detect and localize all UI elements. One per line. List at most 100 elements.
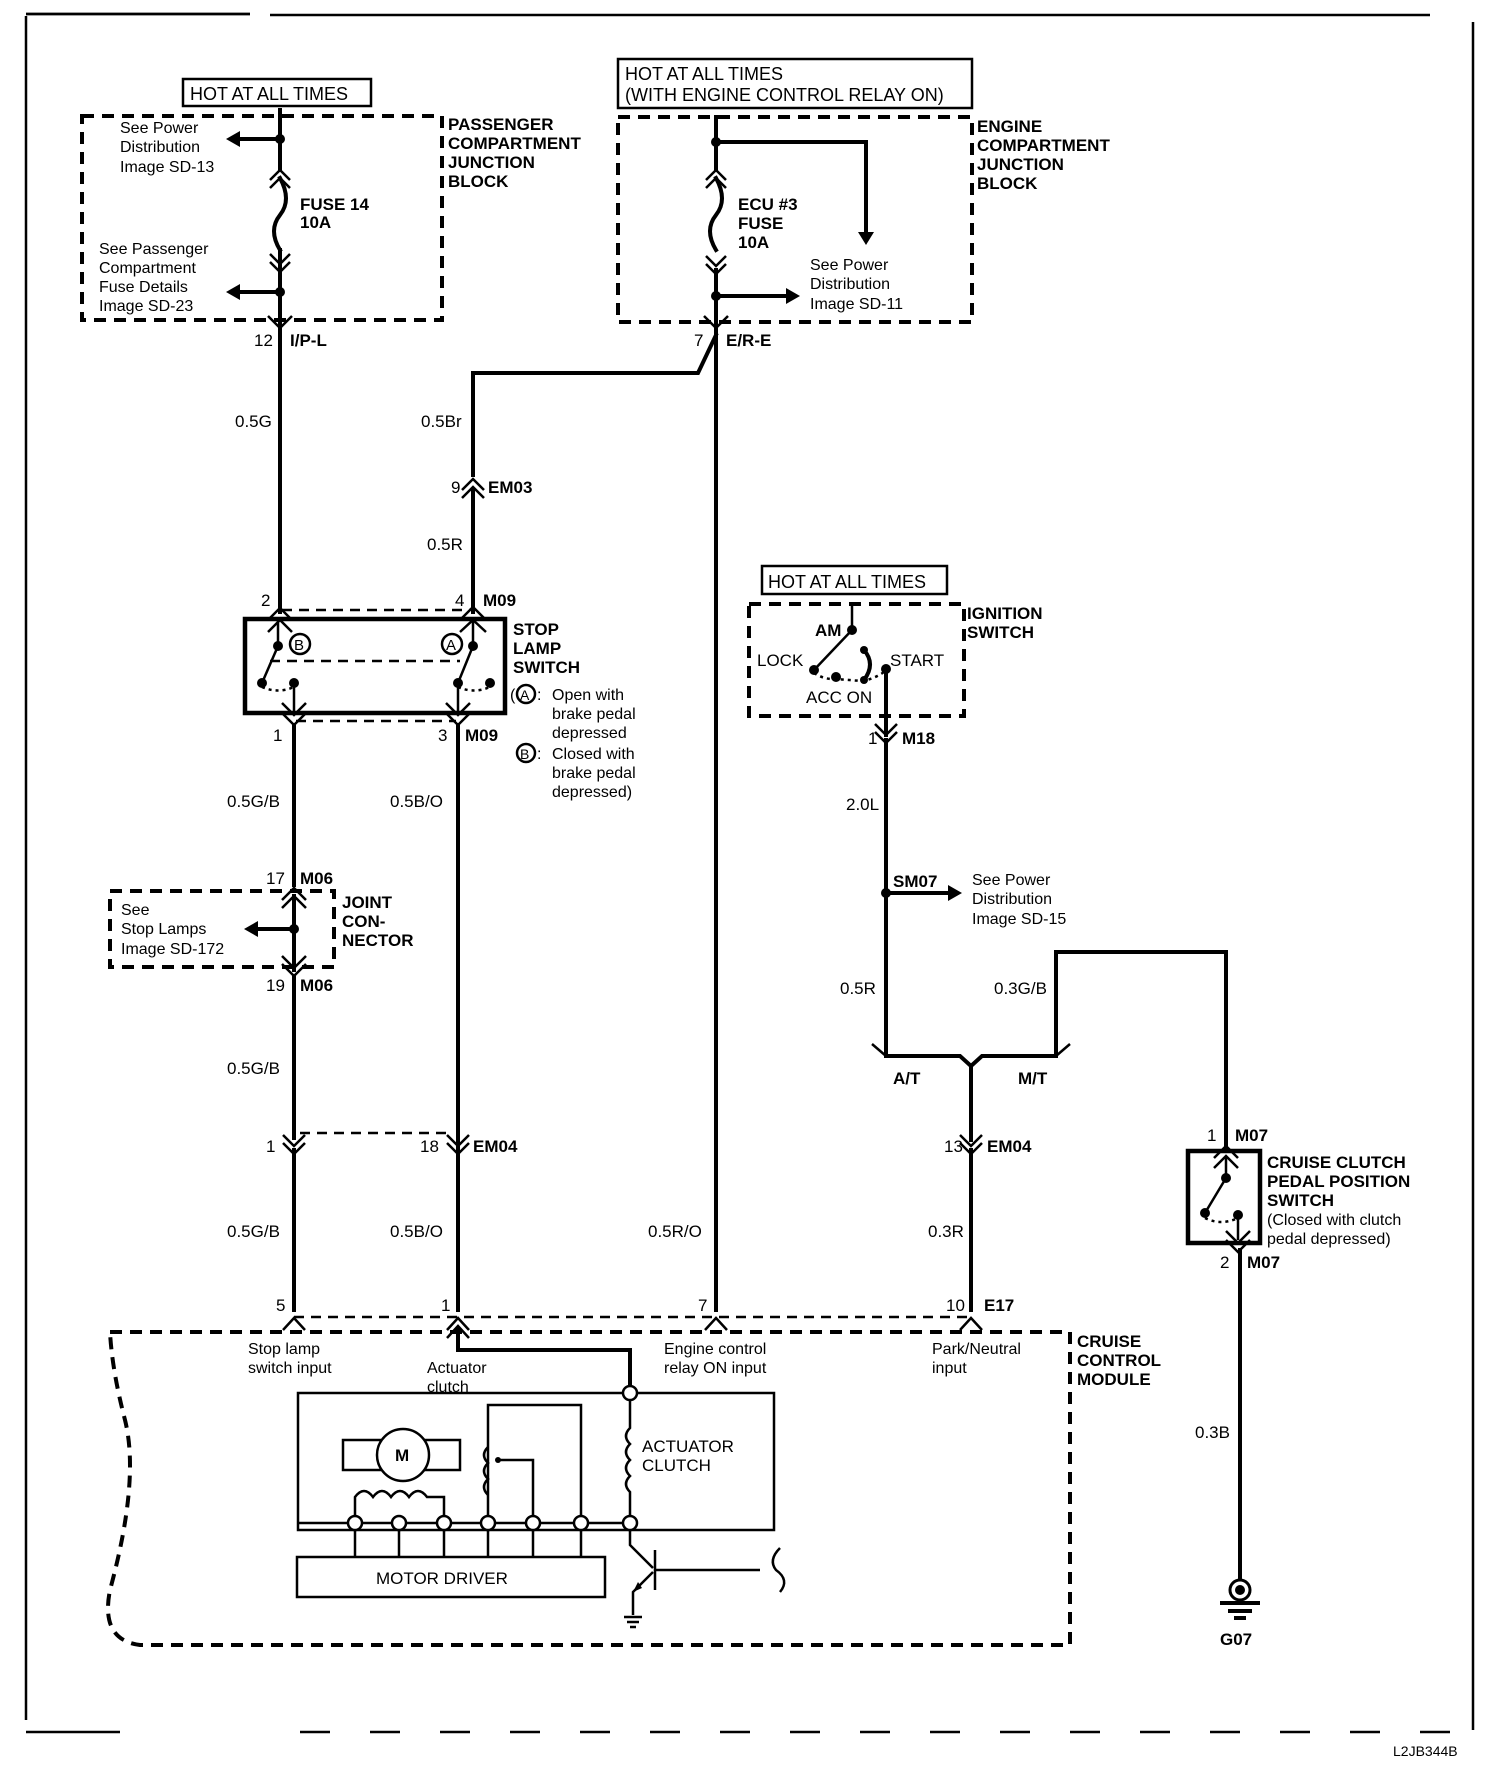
svg-text:FUSE: FUSE bbox=[738, 214, 783, 233]
connector-em04-left: 1 18 EM04 0.5G/B 0.5B/O bbox=[227, 1131, 518, 1312]
connector-m09-bottom: M09 bbox=[465, 726, 498, 745]
wire-0-5bo: 0.5B/O bbox=[390, 723, 460, 1312]
svg-text:BLOCK: BLOCK bbox=[977, 174, 1038, 193]
svg-text:CONTROL: CONTROL bbox=[1077, 1351, 1161, 1370]
svg-text:input: input bbox=[932, 1360, 967, 1377]
engine-junction-block: ECU #3 FUSE 10A See Power Distribution I… bbox=[616, 115, 1110, 1312]
wire-0-5ro: 0.5R/O bbox=[648, 1222, 702, 1241]
ground-g07: G07 bbox=[1220, 1578, 1260, 1649]
label-lock: LOCK bbox=[757, 651, 804, 670]
svg-text:Image SD-13: Image SD-13 bbox=[120, 159, 214, 176]
svg-text::: : bbox=[537, 746, 541, 763]
pin-12: 12 bbox=[254, 331, 273, 350]
engine-jb-name: ENGINE COMPARTMENT JUNCTION BLOCK bbox=[977, 117, 1110, 193]
svg-text:JOINT: JOINT bbox=[342, 893, 393, 912]
svg-text:SWITCH: SWITCH bbox=[1267, 1191, 1334, 1210]
svg-text:Image SD-11: Image SD-11 bbox=[810, 296, 903, 313]
hot-at-all-times-label-ignition: HOT AT ALL TIMES bbox=[760, 564, 949, 596]
svg-text:0.5B/O: 0.5B/O bbox=[390, 1222, 443, 1241]
connector-er-e: E/R-E bbox=[726, 331, 771, 350]
ignition-switch-name: IGNITION SWITCH bbox=[967, 604, 1043, 642]
joint-connector: 17 M06 See Stop Lamps Image SD-172 JOINT… bbox=[108, 869, 413, 995]
ecu3-fuse-label: ECU #3 FUSE 10A bbox=[738, 195, 798, 252]
svg-text:LAMP: LAMP bbox=[513, 639, 561, 658]
svg-text:brake pedal: brake pedal bbox=[552, 706, 636, 723]
svg-text:JUNCTION: JUNCTION bbox=[448, 153, 535, 172]
svg-text:10A: 10A bbox=[300, 213, 331, 232]
svg-text:brake pedal: brake pedal bbox=[552, 765, 636, 782]
arrow-left-icon bbox=[244, 921, 258, 937]
motor-icon bbox=[375, 1427, 431, 1483]
svg-text:0.5G/B: 0.5G/B bbox=[227, 792, 280, 811]
pin-2: 2 bbox=[261, 591, 270, 610]
svg-text:0.3R: 0.3R bbox=[928, 1222, 964, 1241]
svg-text:See Power: See Power bbox=[972, 872, 1051, 889]
ref-sd13: See Power Distribution Image SD-13 bbox=[120, 120, 214, 176]
svg-text:PASSENGER: PASSENGER bbox=[448, 115, 554, 134]
connector-m18: M18 bbox=[902, 729, 935, 748]
module-name: CRUISE CONTROL MODULE bbox=[1077, 1332, 1161, 1389]
pin-1-em04: 1 bbox=[266, 1137, 275, 1156]
svg-text:STOP: STOP bbox=[513, 620, 559, 639]
clutch-switch-name: CRUISE CLUTCH PEDAL POSITION SWITCH (Clo… bbox=[1267, 1153, 1410, 1248]
svg-text:See: See bbox=[121, 902, 150, 919]
ref-sd23: See Passenger Compartment Fuse Details I… bbox=[99, 241, 209, 315]
wire-0-5br: 0.5Br 9 EM03 0.5R bbox=[421, 332, 719, 614]
pin-4: 4 bbox=[455, 591, 464, 610]
svg-text:ENGINE: ENGINE bbox=[977, 117, 1042, 136]
motor-driver-box bbox=[295, 1555, 607, 1599]
pin-18: 18 bbox=[420, 1137, 439, 1156]
marker-a: A bbox=[446, 637, 456, 654]
connector-em04-right: 13 EM04 0.3R bbox=[928, 1134, 1032, 1312]
svg-text:(WITH ENGINE CONTROL RELAY ON): (WITH ENGINE CONTROL RELAY ON) bbox=[625, 85, 944, 105]
svg-text:G07: G07 bbox=[1220, 1630, 1252, 1649]
arrow-left-icon bbox=[226, 284, 240, 300]
svg-text:0.5G/B: 0.5G/B bbox=[227, 1222, 280, 1241]
fuse-14-label: FUSE 14 10A bbox=[300, 195, 370, 232]
pin-3: 3 bbox=[438, 726, 447, 745]
arrow-down-icon bbox=[858, 232, 874, 245]
pin-17: 17 bbox=[266, 869, 285, 888]
svg-text:See Power: See Power bbox=[120, 120, 199, 137]
svg-text:HOT AT ALL TIMES: HOT AT ALL TIMES bbox=[768, 572, 926, 592]
label-at: A/T bbox=[893, 1069, 921, 1088]
svg-text:FUSE 14: FUSE 14 bbox=[300, 195, 370, 214]
svg-text:EM04: EM04 bbox=[473, 1137, 518, 1156]
arrow-left-icon bbox=[226, 131, 240, 147]
actuator-clutch-coil-label: ACTUATOR CLUTCH bbox=[642, 1437, 734, 1475]
svg-text::: : bbox=[537, 687, 541, 704]
arrow-right-icon bbox=[786, 288, 800, 304]
svg-text:Open with: Open with bbox=[552, 687, 624, 704]
stop-lamp-switch: 2 4 M09 B A 1 3 M09 STOP LAMP bbox=[242, 591, 636, 801]
connector-m06-top: M06 bbox=[300, 869, 333, 888]
label-mt: M/T bbox=[1018, 1069, 1048, 1088]
motor-driver-label: MOTOR DRIVER bbox=[376, 1569, 508, 1588]
diagram-id-code: L2JB344B bbox=[1393, 1743, 1458, 1759]
svg-text:10A: 10A bbox=[738, 233, 769, 252]
svg-text:Distribution: Distribution bbox=[120, 139, 200, 156]
stop-lamp-switch-name: STOP LAMP SWITCH bbox=[513, 620, 580, 677]
svg-text:Image SD-23: Image SD-23 bbox=[99, 298, 193, 315]
svg-text:COMPARTMENT: COMPARTMENT bbox=[448, 134, 581, 153]
svg-text:0.5G/B: 0.5G/B bbox=[227, 1059, 280, 1078]
label-start: START bbox=[890, 651, 944, 670]
pin-2-m07: 2 bbox=[1220, 1253, 1229, 1272]
svg-text:Actuator: Actuator bbox=[427, 1360, 487, 1377]
svg-text:Closed with: Closed with bbox=[552, 746, 635, 763]
svg-text:See Power: See Power bbox=[810, 257, 889, 274]
svg-text:BLOCK: BLOCK bbox=[448, 172, 509, 191]
wire-0-5gb-lower: 0.5G/B bbox=[227, 974, 296, 1140]
marker-b: B bbox=[294, 637, 304, 654]
svg-text:CRUISE CLUTCH: CRUISE CLUTCH bbox=[1267, 1153, 1406, 1172]
cruise-control-module: 5 1 7 10 E17 Stop lamp switch input Actu… bbox=[106, 1296, 1161, 1647]
pin-7-e17: 7 bbox=[698, 1296, 707, 1315]
ignition-switch: AM LOCK START ACC ON IGNITION SWITCH 1 M… bbox=[747, 602, 1043, 748]
label-acc-on: ACC ON bbox=[806, 688, 872, 707]
svg-text:relay ON input: relay ON input bbox=[664, 1360, 767, 1377]
svg-text:Stop lamp: Stop lamp bbox=[248, 1341, 320, 1358]
svg-text:0.3B: 0.3B bbox=[1195, 1423, 1230, 1442]
svg-text:HOT AT ALL TIMES: HOT AT ALL TIMES bbox=[190, 84, 348, 104]
cruise-clutch-pedal-position-switch: 1 M07 CRUISE CLUTCH PEDAL POSITION SWITC… bbox=[1185, 1126, 1410, 1592]
svg-text:0.5R/O: 0.5R/O bbox=[648, 1222, 702, 1241]
svg-text:(Closed with clutch: (Closed with clutch bbox=[1267, 1212, 1401, 1229]
